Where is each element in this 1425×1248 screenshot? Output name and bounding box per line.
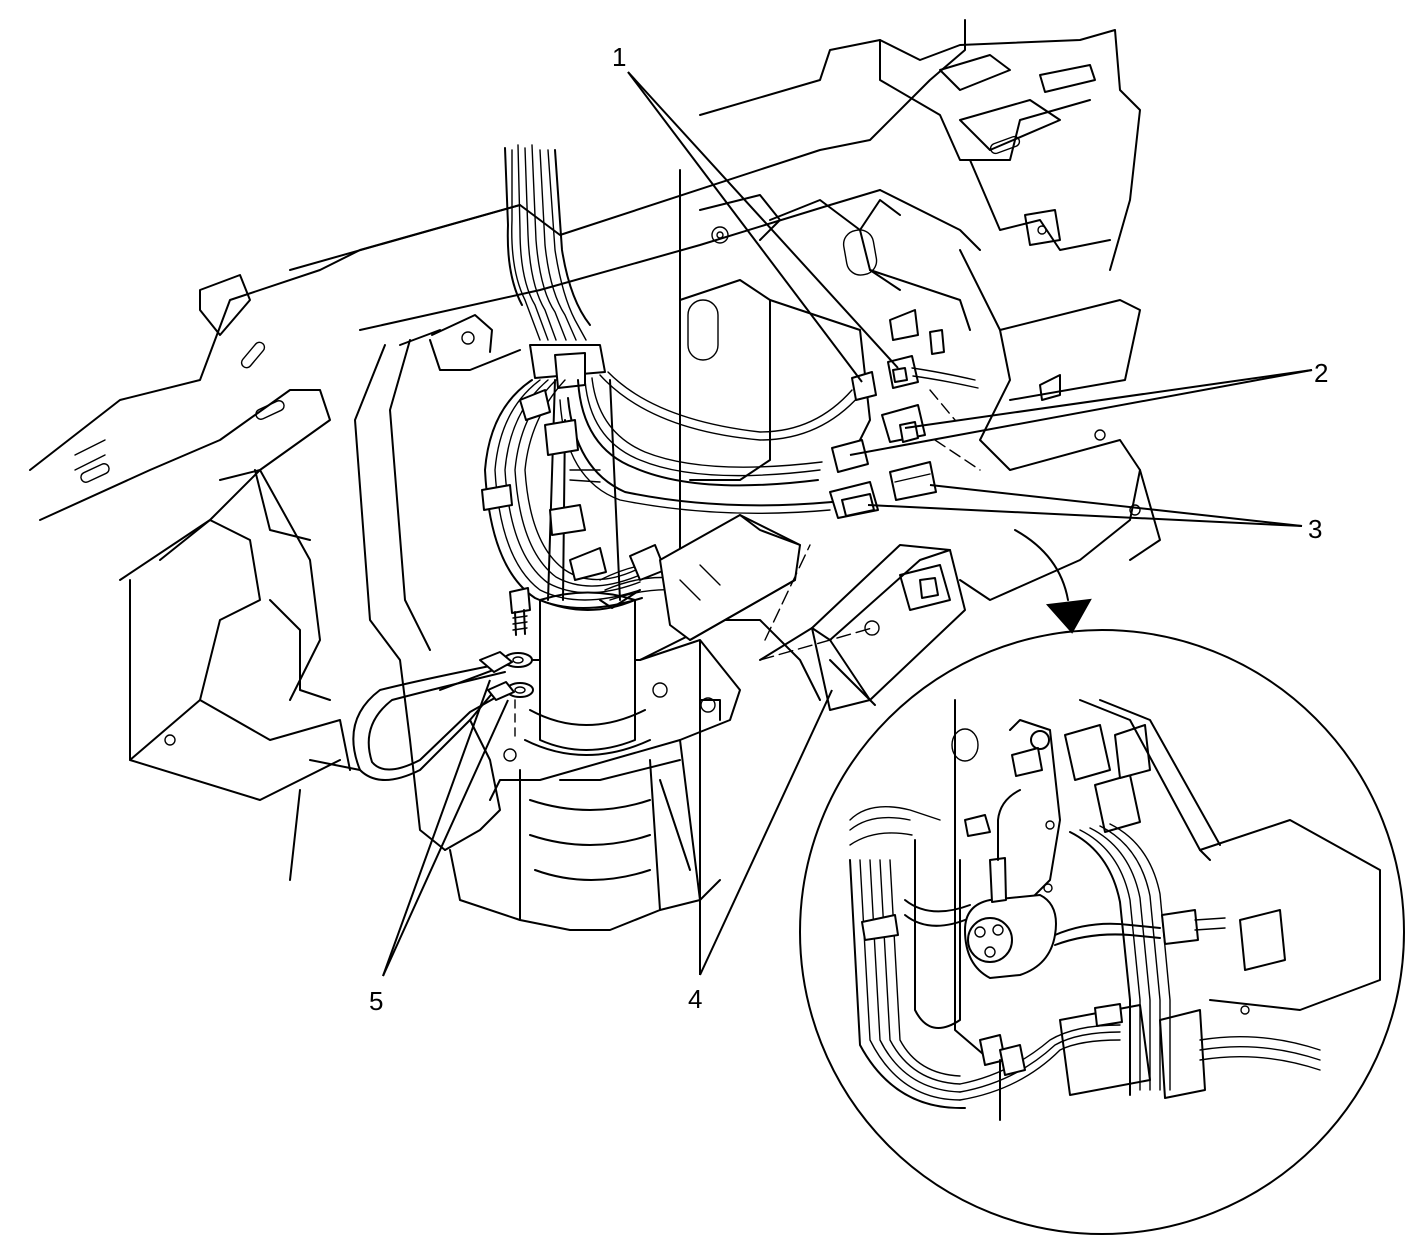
callout-4: 4 [688, 984, 702, 1014]
connector-2-left [831, 439, 869, 473]
connector-3-right [889, 461, 937, 501]
detail-view [799, 629, 1405, 1235]
detail-arrow [1014, 529, 1092, 634]
ground-bolt [509, 587, 531, 614]
leader-2b [904, 369, 1313, 429]
callout-2: 2 [1314, 358, 1328, 388]
leader-lines [382, 71, 1313, 977]
ground-terminal-1 [479, 651, 513, 673]
ground-fasteners [479, 587, 534, 741]
leader-3a [867, 504, 1303, 527]
leader-2a [849, 369, 1313, 456]
callouts: 1 2 3 4 5 [369, 42, 1328, 1016]
instrument-panel-frame [29, 19, 1161, 931]
ground-terminal-2 [487, 681, 515, 701]
wiring-harness-bundle [352, 144, 861, 781]
leader-1a [627, 71, 863, 383]
callout-5: 5 [369, 986, 383, 1016]
connector-1-left [851, 371, 877, 401]
callout-3: 3 [1308, 514, 1322, 544]
leader-5b [382, 699, 509, 977]
leader-1b [627, 71, 899, 369]
leader-3b [929, 484, 1303, 527]
leader-5a [382, 679, 491, 977]
leader-4b [699, 689, 833, 976]
connectors [659, 309, 981, 711]
callout-1: 1 [612, 42, 626, 72]
detail-view-circle [799, 629, 1405, 1235]
